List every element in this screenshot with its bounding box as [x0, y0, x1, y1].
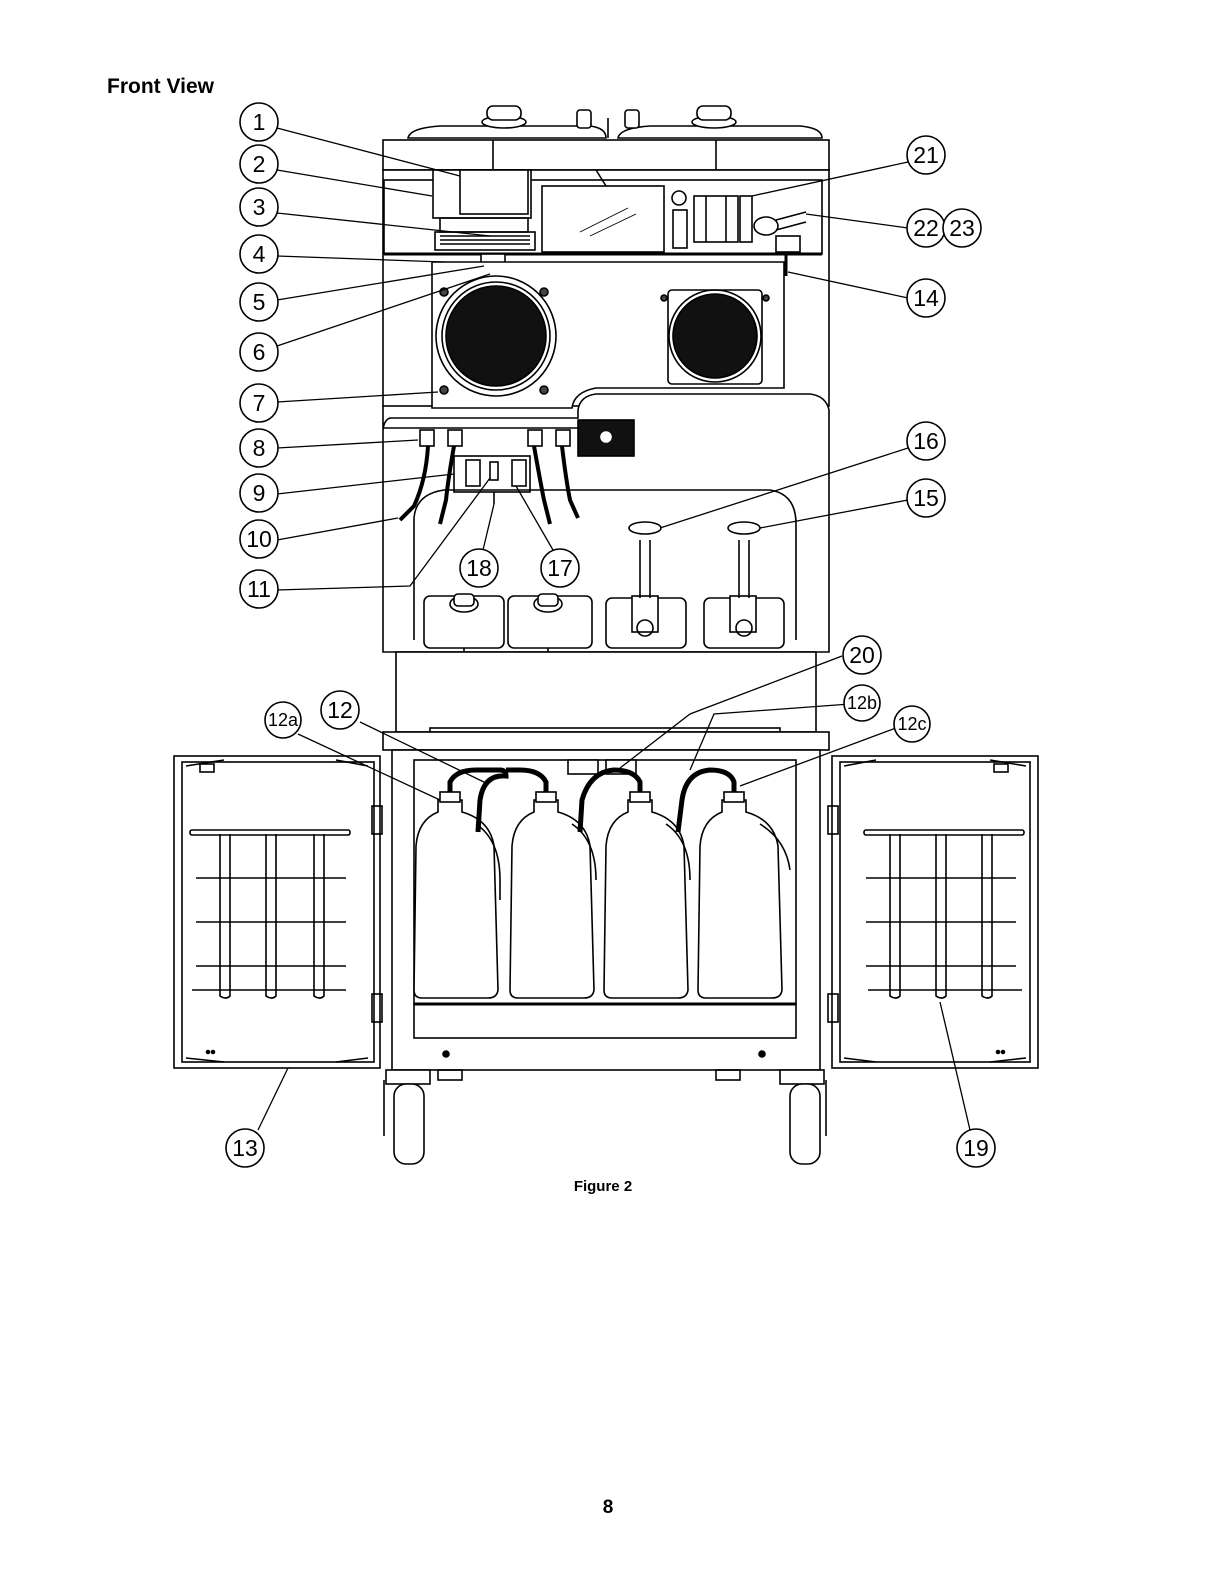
callout-12b: 12b [847, 693, 877, 713]
figure-caption: Figure 2 [0, 1178, 1206, 1195]
left-door [174, 756, 382, 1068]
callout-19: 19 [963, 1135, 989, 1161]
callout-23: 23 [949, 215, 975, 241]
callout-1: 1 [253, 109, 266, 135]
callout-3: 3 [253, 194, 266, 220]
callout-8: 8 [253, 435, 266, 461]
callout-6: 6 [253, 339, 266, 365]
callout-17: 17 [547, 555, 573, 581]
callout-13: 13 [232, 1135, 258, 1161]
callout-20: 20 [849, 642, 875, 668]
mid-section [383, 394, 829, 674]
callout-12c: 12c [897, 714, 926, 734]
page-number: 8 [0, 1497, 1216, 1519]
freezing-cylinder-panel [432, 262, 784, 408]
callout-15: 15 [913, 485, 939, 511]
callout-16: 16 [913, 428, 939, 454]
callout-4: 4 [253, 241, 266, 267]
callout-21: 21 [913, 142, 939, 168]
callout-5: 5 [253, 289, 266, 315]
callout-2: 2 [253, 151, 266, 177]
callout-7: 7 [253, 390, 266, 416]
callout-11: 11 [247, 576, 271, 602]
callout-12: 12 [327, 697, 353, 723]
callout-22: 22 [913, 215, 939, 241]
callout-10: 10 [246, 526, 272, 552]
hopper-lids [383, 106, 829, 170]
casters [384, 1070, 826, 1164]
callout-14: 14 [913, 285, 939, 311]
callout-18: 18 [466, 555, 492, 581]
callout-9: 9 [253, 480, 266, 506]
right-door [828, 756, 1038, 1068]
callout-12a: 12a [268, 710, 299, 730]
